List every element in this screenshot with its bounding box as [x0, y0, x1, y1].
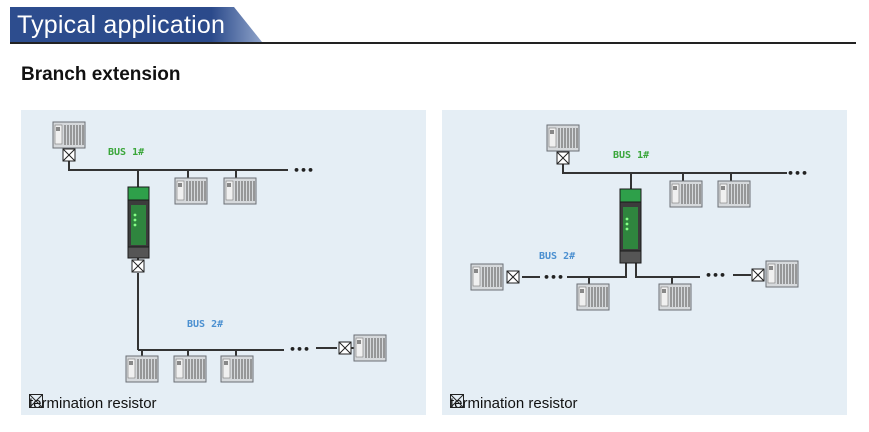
legend: termination resistor — [450, 394, 578, 412]
plc-device-icon — [125, 355, 159, 383]
plc-device-icon — [546, 124, 580, 152]
ellipsis: ••• — [289, 343, 310, 356]
repeater-module-icon — [619, 188, 642, 264]
diagram-panel-right: BUS 1# ••• BUS 2# ••• ••• termination re… — [442, 110, 847, 415]
plc-device-icon — [220, 355, 254, 383]
legend-label: termination resistor — [450, 394, 578, 412]
plc-device-icon — [223, 177, 257, 205]
header-divider — [10, 42, 856, 44]
bus1-label: BUS 1# — [108, 147, 144, 158]
plc-device-icon — [174, 177, 208, 205]
termination-resistor-icon — [751, 268, 765, 282]
repeater-module-icon — [127, 186, 150, 259]
section-title: Branch extension — [21, 64, 181, 85]
plc-device-icon — [576, 283, 610, 311]
plc-device-icon — [765, 260, 799, 288]
bus-wires — [522, 164, 787, 284]
legend-label: termination resistor — [29, 394, 157, 412]
termination-resistor-icon — [62, 148, 76, 162]
plc-device-icon — [470, 263, 504, 291]
bus2-label: BUS 2# — [187, 319, 223, 330]
ellipsis: ••• — [705, 269, 726, 282]
termination-resistor-icon — [506, 270, 520, 284]
bus1-label: BUS 1# — [613, 150, 649, 161]
legend: termination resistor — [29, 394, 157, 412]
plc-device-icon — [717, 180, 751, 208]
page-title: Typical application — [17, 11, 226, 39]
header-banner — [10, 7, 262, 42]
plc-device-icon — [173, 355, 207, 383]
bus2-label: BUS 2# — [539, 251, 575, 262]
termination-resistor-icon — [338, 341, 352, 355]
plc-device-icon — [353, 334, 387, 362]
plc-device-icon — [52, 121, 86, 149]
diagram-right-svg: BUS 1# ••• BUS 2# ••• ••• — [470, 124, 808, 311]
termination-resistor-icon — [556, 151, 570, 165]
plc-device-icon — [658, 283, 692, 311]
termination-resistor-icon — [29, 394, 43, 408]
diagram-panel-left: BUS 1# ••• BUS 2# ••• termination resist… — [21, 110, 426, 415]
termination-resistor-icon — [131, 259, 145, 273]
ellipsis: ••• — [787, 167, 808, 180]
plc-device-icon — [669, 180, 703, 208]
ellipsis: ••• — [293, 164, 314, 177]
diagram-left-svg: BUS 1# ••• BUS 2# ••• — [52, 121, 387, 383]
bus-wires — [68, 161, 337, 356]
ellipsis: ••• — [543, 271, 564, 284]
termination-resistor-icon — [450, 394, 464, 408]
